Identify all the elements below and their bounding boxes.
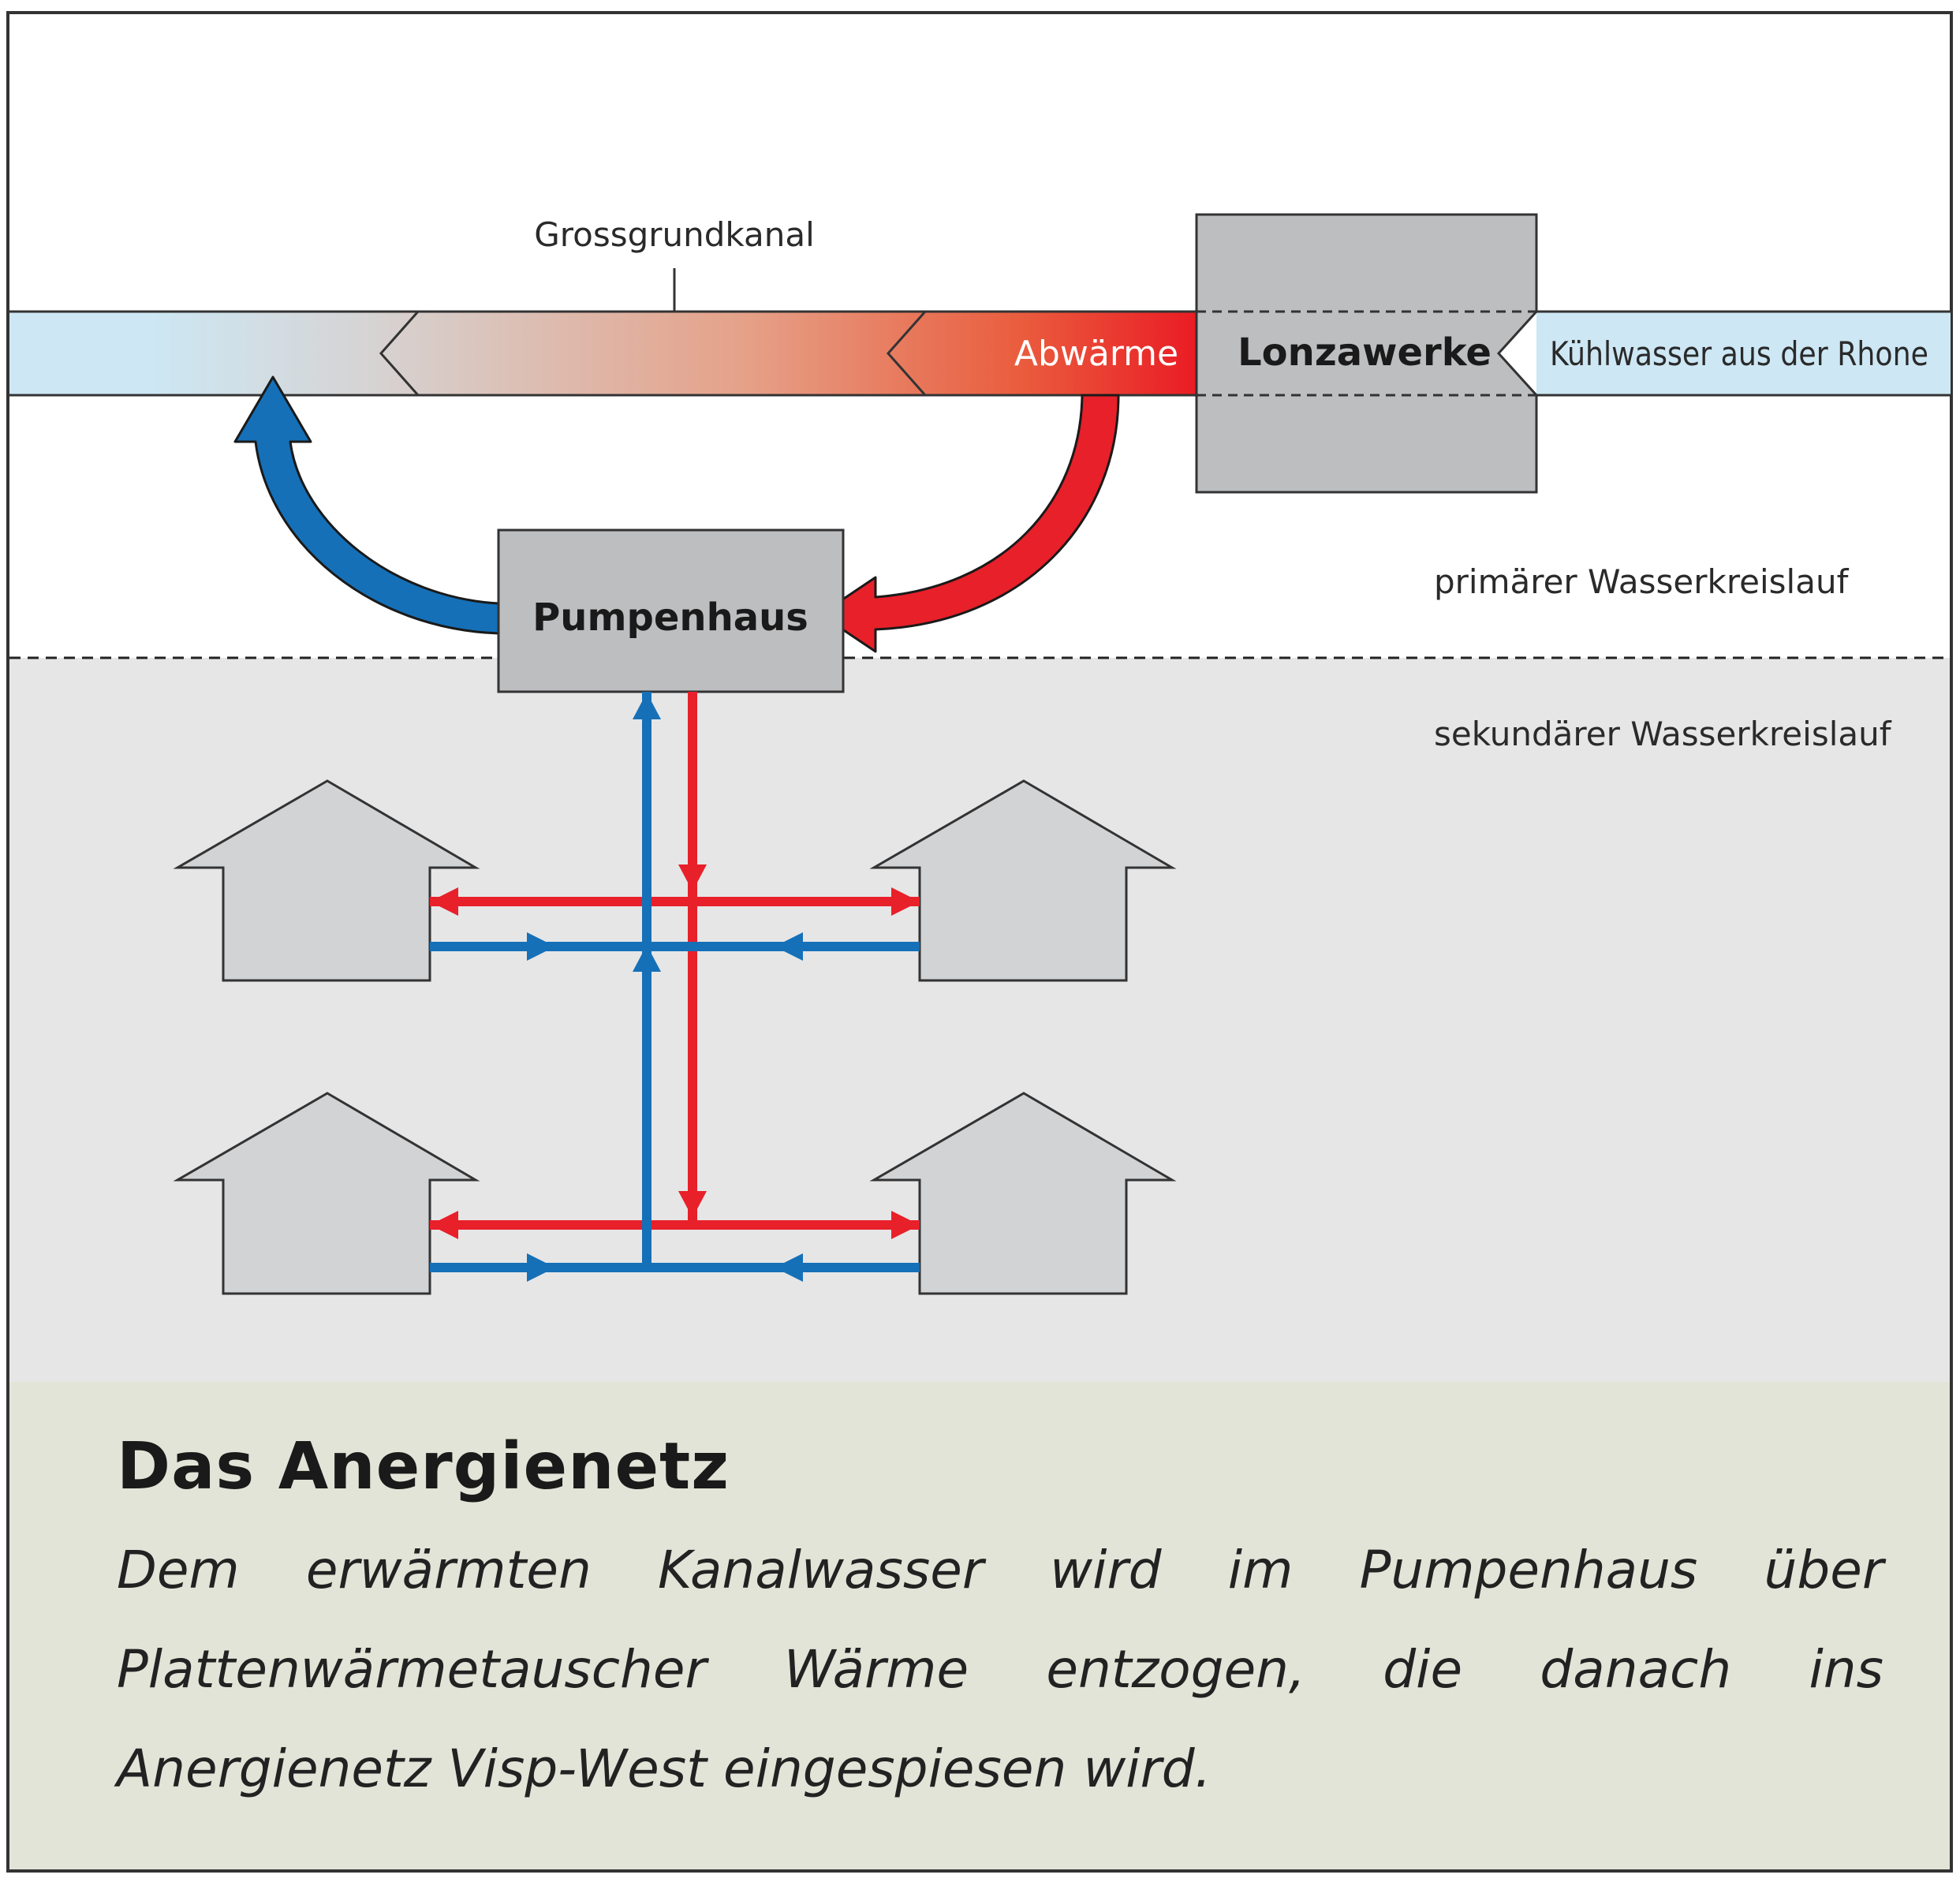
house-top-right — [869, 779, 1177, 982]
canal-warm-section — [9, 312, 1197, 395]
figure-frame — [6, 11, 1953, 1873]
house-top-left — [173, 779, 480, 982]
waste-heat-label: Abwärme — [1014, 334, 1178, 374]
cold-arrow-right-1 — [527, 932, 555, 961]
cold-arrow-right-2 — [527, 1253, 555, 1282]
cold-arrow-left-2 — [775, 1253, 803, 1282]
secondary-loop-label: sekundärer Wasserkreislauf — [1434, 715, 1892, 753]
warm-arrow-left-2 — [430, 1211, 458, 1239]
warm-arrow-left-1 — [430, 887, 458, 916]
warm-arrow-right-2 — [891, 1211, 920, 1239]
house-bottom-right — [869, 1092, 1177, 1295]
lonza-plant: Lonzawerke Kühlwasser aus der Rhone — [1195, 213, 1928, 494]
return-arrow-cold — [233, 375, 500, 635]
cold-arrow-left-1 — [775, 932, 803, 961]
canal: Grossgrundkanal Abwärme — [9, 215, 1951, 397]
supply-arrow-warm — [819, 394, 1120, 653]
warm-arrow-down-1 — [678, 864, 707, 891]
canal-cool-section — [1536, 312, 1951, 395]
flow-chevron-left — [379, 311, 420, 396]
plant-block — [1195, 213, 1538, 494]
flow-chevron-middle — [886, 311, 927, 396]
cooling-water-label: Kühlwasser aus der Rhone — [1550, 334, 1928, 373]
caption-band — [9, 1382, 1951, 1869]
primary-loop-label: primärer Wasserkreislauf — [1434, 562, 1850, 601]
pump-house — [497, 528, 845, 693]
caption: Das Anergienetz Dem erwärmten Kanalwasse… — [117, 1428, 1883, 1819]
cold-arrow-up-2 — [633, 945, 661, 972]
secondary-network — [430, 692, 920, 1282]
canal-label: Grossgrundkanal — [534, 215, 815, 254]
warm-arrow-down-2 — [678, 1191, 707, 1218]
plant-label: Lonzawerke — [1238, 330, 1491, 375]
caption-title: Das Anergienetz — [117, 1429, 730, 1504]
caption-text: Dem erwärmten Kanalwasser wird im Pumpen… — [117, 1540, 1883, 1799]
house-bottom-left — [173, 1092, 480, 1295]
warm-arrow-right-1 — [891, 887, 920, 916]
pump-house-label: Pumpenhaus — [532, 596, 808, 640]
cold-arrow-up-1 — [633, 693, 661, 719]
